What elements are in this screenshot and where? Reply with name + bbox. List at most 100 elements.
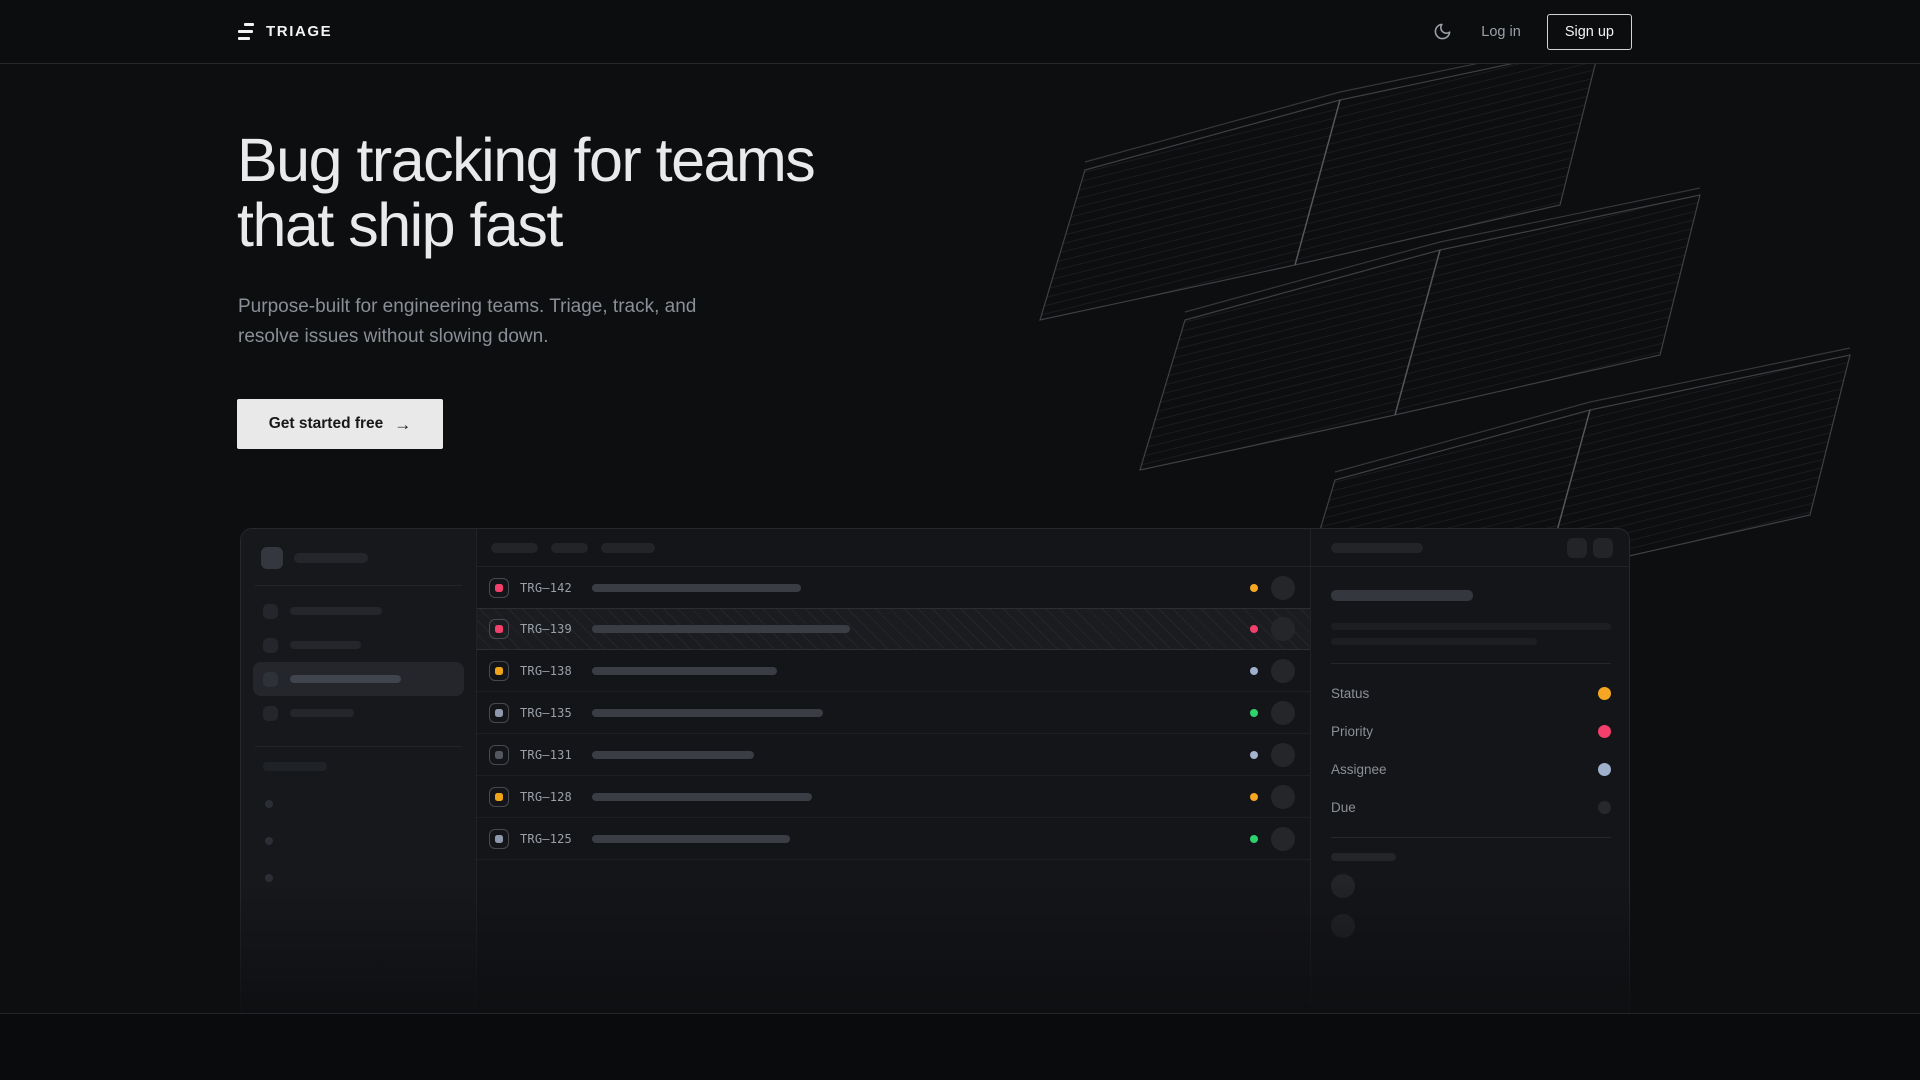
issue-assignee-avatar	[1271, 826, 1295, 851]
hero-title: Bug tracking for teams that ship fast	[237, 126, 816, 258]
issue-title-skeleton	[592, 750, 754, 759]
issue-type-dot	[495, 834, 503, 843]
issue-id: TRG–135	[520, 705, 572, 720]
issue-row: TRG–131	[477, 734, 1310, 776]
issue-id: TRG–139	[520, 622, 572, 636]
workspace-row	[261, 547, 462, 569]
issue-title-skeleton	[592, 583, 801, 592]
property-value-dot	[1598, 762, 1611, 776]
issue-status-dot	[1250, 834, 1258, 843]
preview-sidebar	[241, 529, 477, 1013]
issue-id: TRG–128	[520, 789, 572, 804]
detail-text-skeleton	[1331, 623, 1611, 630]
sidebar-dot	[265, 874, 273, 882]
issue-list-header	[477, 529, 1310, 567]
detail-action-button	[1567, 537, 1587, 558]
login-link[interactable]: Log in	[1481, 23, 1521, 40]
hero-subtitle-line1: Purpose-built for engineering teams. Tri…	[238, 296, 697, 317]
issue-id: TRG–125	[520, 831, 572, 846]
hero-title-line1: Bug tracking for teams	[237, 126, 816, 194]
moon-icon	[1434, 23, 1451, 40]
issue-checkbox-icon	[489, 660, 509, 681]
issue-checkbox-icon	[489, 702, 509, 723]
issue-assignee-avatar	[1271, 742, 1295, 767]
issue-status-dot	[1250, 750, 1258, 759]
get-started-button[interactable]: Get started free →	[237, 399, 443, 449]
sidebar-item-skeleton	[290, 607, 382, 615]
issue-row: TRG–125	[477, 818, 1310, 860]
sidebar-skeleton-item	[253, 696, 464, 730]
issue-status-dot	[1250, 625, 1258, 633]
workspace-avatar	[261, 547, 283, 569]
issue-assignee-avatar	[1271, 784, 1295, 809]
property-value-dot	[1598, 800, 1611, 814]
issue-assignee-avatar	[1271, 658, 1295, 683]
property-value-dot	[1598, 724, 1611, 738]
list-tab-skeleton	[601, 542, 655, 553]
property-label: Priority	[1331, 723, 1374, 739]
issue-type-dot	[495, 666, 503, 675]
detail-header-skeleton	[1331, 542, 1423, 553]
sidebar-dot	[265, 837, 273, 845]
header-nav: Log in Sign up	[1429, 13, 1632, 50]
issue-status-dot	[1250, 792, 1258, 801]
issue-row: TRG–139	[477, 608, 1310, 650]
sidebar-section-skeleton	[263, 762, 327, 771]
theme-toggle-button[interactable]	[1429, 19, 1455, 45]
header: TRIAGE Log in Sign up	[0, 0, 1920, 64]
issue-title-skeleton	[592, 625, 850, 633]
issue-row: TRG–138	[477, 650, 1310, 692]
issue-type-dot	[495, 583, 503, 592]
issue-assignee-avatar	[1271, 575, 1295, 600]
issue-type-dot	[495, 750, 503, 759]
list-tab-skeleton	[551, 542, 588, 553]
issue-id: TRG–131	[520, 747, 572, 762]
issue-status-dot	[1250, 708, 1258, 717]
issue-type-dot	[495, 792, 503, 801]
issue-checkbox-icon	[489, 744, 509, 765]
sidebar-item-icon	[263, 671, 278, 687]
detail-property-row: Assignee	[1331, 750, 1611, 788]
sidebar-item-skeleton	[290, 675, 401, 683]
sidebar-item-skeleton	[290, 709, 354, 717]
detail-property-row: Status	[1331, 674, 1611, 712]
detail-property-row: Due	[1331, 788, 1611, 826]
issue-status-dot	[1250, 583, 1258, 592]
sidebar-divider	[255, 746, 462, 747]
detail-divider	[1331, 663, 1611, 664]
issue-row: TRG–142	[477, 567, 1310, 609]
property-label: Due	[1331, 799, 1356, 815]
issue-status-dot	[1250, 666, 1258, 675]
app-preview-card: TRG–142 TRG–139 TRG–138 TRG–135 TRG–131	[240, 528, 1630, 1013]
issue-list-panel: TRG–142 TRG–139 TRG–138 TRG–135 TRG–131	[477, 529, 1311, 1013]
sidebar-skeleton-item	[253, 628, 464, 662]
sidebar-item-icon	[263, 637, 278, 653]
issue-assignee-avatar	[1271, 617, 1295, 641]
sidebar-item-icon	[263, 705, 278, 721]
issue-type-dot	[495, 625, 503, 633]
detail-avatar-circle	[1331, 874, 1355, 898]
property-label: Assignee	[1331, 761, 1387, 777]
detail-header	[1311, 529, 1629, 567]
sidebar-skeleton-item-active	[253, 662, 464, 696]
detail-text-skeleton	[1331, 638, 1537, 645]
issue-assignee-avatar	[1271, 700, 1295, 725]
footer	[0, 1013, 1920, 1080]
detail-body: Status Priority Assignee Due	[1311, 567, 1629, 938]
hero-subtitle-line2: resolve issues without slowing down.	[238, 326, 549, 347]
issue-title-skeleton	[592, 834, 790, 843]
signup-button[interactable]: Sign up	[1546, 13, 1632, 50]
issue-row: TRG–128	[477, 776, 1310, 818]
issue-type-dot	[495, 708, 503, 717]
hero-subtitle: Purpose-built for engineering teams. Tri…	[238, 292, 696, 352]
issue-checkbox-icon	[489, 786, 509, 807]
issue-title-skeleton	[592, 708, 823, 717]
issue-detail-panel: Status Priority Assignee Due	[1311, 529, 1629, 1013]
sidebar-dot	[265, 800, 273, 808]
detail-action-button	[1593, 537, 1613, 558]
sidebar-item-icon	[263, 603, 278, 619]
brand-logo[interactable]: TRIAGE	[238, 23, 332, 40]
detail-avatar-circle	[1331, 914, 1355, 938]
issue-title-skeleton	[592, 792, 812, 801]
